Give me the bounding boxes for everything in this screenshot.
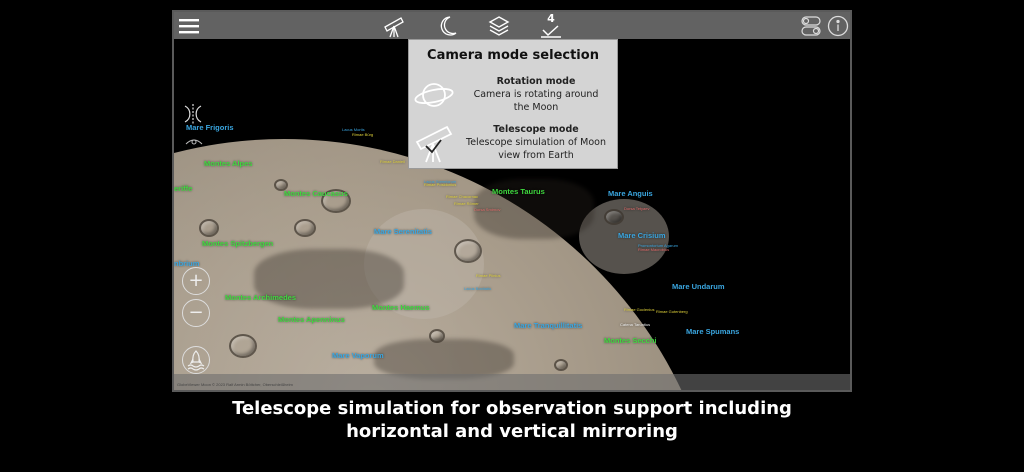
copyright-credit: GlobeViewer Moon © 2023 Ralf Armin Böttc… <box>177 382 293 387</box>
crater <box>429 329 445 343</box>
minus-icon: − <box>188 302 204 323</box>
label-montes-archimedes[interactable]: Montes Archimedes <box>225 293 296 302</box>
label-montes-secchi[interactable]: Montes Secchi <box>604 336 657 345</box>
label-rimae-chacornac[interactable]: Rimae Chacornac <box>446 194 479 199</box>
label-rimae-macrobius[interactable]: Rimae Macrobius <box>638 247 670 252</box>
settings-toggle-button[interactable] <box>800 12 822 39</box>
telescope-mode-desc: Telescope simulation of Moon view from E… <box>466 137 606 161</box>
label-rimae-gutenberg[interactable]: Rimae Gutenberg <box>656 309 688 314</box>
compass-button[interactable] <box>184 131 204 145</box>
telescope-mode-button[interactable] <box>380 12 406 39</box>
checklist-badge: 4 <box>547 12 555 25</box>
moon-viewport[interactable]: Mare Frigoris Montes Alpes eriffe Montes… <box>174 39 850 390</box>
mirror-flip-icon <box>184 104 202 124</box>
checkmark-icon <box>541 25 561 38</box>
app-window: 4 <box>172 10 852 392</box>
label-catena-taruntius[interactable]: Catena Taruntius <box>620 322 651 327</box>
telescope-check-icon <box>415 125 453 163</box>
mirror-button[interactable] <box>182 103 204 125</box>
label-rimae-posidonius[interactable]: Rimae Posidonius <box>424 182 457 187</box>
rotation-mode-desc: Camera is rotating around the Moon <box>473 89 599 113</box>
label-mare-frigoris[interactable]: Mare Frigoris <box>186 123 234 132</box>
telescope-icon <box>384 16 404 37</box>
bottom-status-bar: GlobeViewer Moon © 2023 Ralf Armin Böttc… <box>174 374 850 390</box>
moon-phase-button[interactable] <box>436 12 460 39</box>
ridge <box>254 249 404 309</box>
label-mare-vaporum[interactable]: Mare Vaporum <box>332 351 384 360</box>
rocket-launch-icon <box>187 350 205 371</box>
rotation-mode-title: Rotation mode <box>496 76 576 87</box>
crater <box>554 359 568 371</box>
crater <box>199 219 219 237</box>
label-mare-spumans[interactable]: Mare Spumans <box>686 327 740 336</box>
compass-icon <box>185 139 203 145</box>
crater <box>229 334 257 358</box>
plus-icon: + <box>188 270 204 291</box>
label-teneriffe[interactable]: eriffe <box>174 184 193 193</box>
label-montes-alpes[interactable]: Montes Alpes <box>204 159 253 168</box>
feature-caption: Telescope simulation for observation sup… <box>232 398 792 442</box>
ridge <box>474 179 594 239</box>
crater <box>294 219 316 237</box>
label-dorsa-smirnov[interactable]: Dorsa Smirnov <box>474 207 501 212</box>
crescent-moon-icon <box>440 15 457 36</box>
rotation-mode-option[interactable]: Rotation mode Camera is rotating around … <box>409 74 617 116</box>
info-icon <box>827 15 849 36</box>
mare-serenitatis-area <box>364 209 484 319</box>
telescope-mode-title: Telescope mode <box>493 124 579 135</box>
label-montes-haemus[interactable]: Montes Haemus <box>372 303 430 312</box>
label-dorsa-tetyaev[interactable]: Dorsa Tetyaev <box>624 206 650 211</box>
label-montes-spitzbergen[interactable]: Montes Spitzbergen <box>202 239 274 248</box>
layers-button[interactable] <box>486 12 512 39</box>
label-imbrium[interactable]: nbrium <box>174 259 200 268</box>
info-button[interactable] <box>826 12 850 39</box>
rocket-button[interactable] <box>182 346 210 374</box>
label-montes-taurus[interactable]: Montes Taurus <box>492 187 545 196</box>
label-mare-crisium[interactable]: Mare Crisium <box>618 231 666 240</box>
label-lacus-somniorum[interactable]: Lacus Somniorum <box>424 179 457 184</box>
telescope-mode-option[interactable]: Telescope mode Telescope simulation of M… <box>409 122 617 164</box>
label-rimae-plinius[interactable]: Rimae Plinius <box>476 273 501 278</box>
mare-crisium-area <box>579 199 669 274</box>
popup-title: Camera mode selection <box>427 48 599 63</box>
label-montes-caucasus[interactable]: Montes Caucasus <box>284 189 348 198</box>
zoom-out-button[interactable]: − <box>182 299 210 327</box>
crater <box>604 209 624 225</box>
label-lacus-bonitatis[interactable]: Lacus Bonitatis <box>464 286 492 291</box>
crater <box>454 239 482 263</box>
label-lacus-mortis[interactable]: Lacus Mortis <box>342 127 365 132</box>
crater <box>321 189 351 213</box>
ridge <box>374 339 514 379</box>
label-promontorium-agarum[interactable]: Promontorium Agarum <box>638 243 679 248</box>
label-rimae-romer[interactable]: Rimae Römer <box>454 201 479 206</box>
menu-button[interactable] <box>177 12 201 39</box>
label-mare-tranquillitatis[interactable]: Mare Tranquillitatis <box>514 321 583 330</box>
hamburger-menu-icon <box>179 18 199 33</box>
camera-mode-popup: Camera mode selection Rotation mode Came… <box>408 39 618 169</box>
moon-surface[interactable] <box>174 139 724 390</box>
layers-icon <box>488 15 510 36</box>
label-rimae-burg[interactable]: Rimae Bürg <box>352 132 374 137</box>
label-mare-serenitatis[interactable]: Mare Serenitatis <box>374 227 432 236</box>
zoom-in-button[interactable]: + <box>182 267 210 295</box>
label-mare-anguis[interactable]: Mare Anguis <box>608 189 653 198</box>
toggle-switches-icon <box>801 15 821 36</box>
label-montes-apenninus[interactable]: Montes Apenninus <box>278 315 345 324</box>
label-rimae-daniell[interactable]: Rimae Daniell <box>380 159 405 164</box>
planet-ring-icon <box>414 83 454 107</box>
top-toolbar: 4 <box>174 12 850 39</box>
label-rimae-goclenius[interactable]: Rimae Goclenius <box>624 307 655 312</box>
labels-checklist-button[interactable]: 4 <box>538 12 564 39</box>
label-mare-undarum[interactable]: Mare Undarum <box>672 282 725 291</box>
crater <box>274 179 288 191</box>
